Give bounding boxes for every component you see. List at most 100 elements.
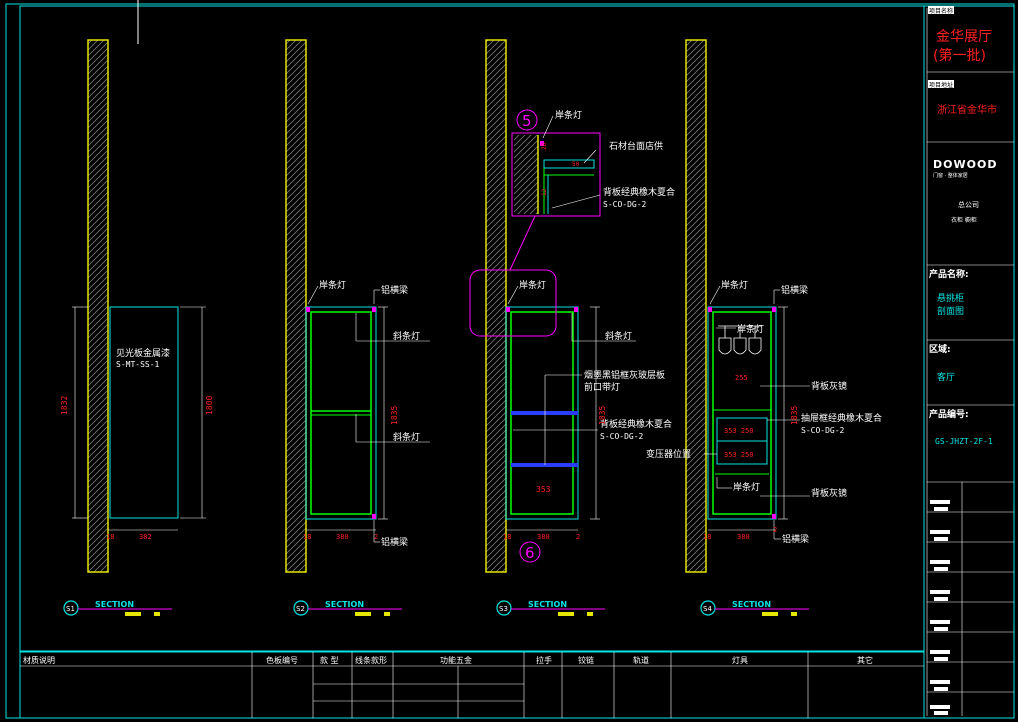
table-header-material: 材质说明 — [23, 655, 55, 665]
s2-top-light: 岸条灯 — [319, 279, 346, 291]
s1-marker: S1 — [66, 605, 75, 613]
s3-back-2: S-CO-DG-2 — [600, 432, 644, 441]
company-sub: 衣柜 橱柜 — [951, 216, 977, 224]
wine-glass-rack — [718, 325, 762, 355]
s4-top-beam: 铝横梁 — [781, 284, 808, 296]
s2-dim-wall: 18 — [303, 533, 311, 541]
s4-rack-dim: 255 — [735, 374, 748, 382]
project-title: 金华展厅 — [936, 29, 992, 45]
s4-back-glass-1: 背板灰镜 — [811, 380, 847, 392]
product-name-1: 悬挑柜 — [937, 292, 964, 304]
cabinet-outer-s4 — [707, 306, 777, 520]
s4-back-glass-2: 背板灰镜 — [811, 487, 847, 499]
cabinet-outer-s2 — [305, 306, 377, 520]
wall-s4 — [685, 39, 707, 573]
s1-material-2: S-MT-SS-1 — [116, 360, 160, 369]
detail-back-2: S-CO-DG-2 — [603, 200, 647, 209]
section-s1: 见光板金属漆 S-MT-SS-1 1832 1800 18 382 S1 SEC… — [60, 39, 214, 616]
s4-drawer-1: 抽屉框经典橡木夏合 — [801, 412, 882, 424]
area-label: 区域: — [929, 343, 951, 355]
s4-drawer-dim-1: 353 250 — [724, 427, 754, 435]
s3-shelf-1: 烟墨黑铝框灰玻层板 — [584, 369, 665, 381]
s3-top-light: 岸条灯 — [519, 279, 546, 291]
section-marker-s3 — [496, 600, 512, 616]
s3-shelf-2: 前口带灯 — [584, 381, 620, 393]
s1-dim-wall: 18 — [106, 533, 114, 541]
glass-shelf-1 — [511, 411, 578, 415]
glass-shelf-2 — [511, 463, 578, 467]
detail-number-bottom-text: 6 — [525, 544, 535, 562]
project-location: 浙江省金华市 — [937, 103, 997, 116]
s4-marker: S4 — [703, 605, 712, 613]
cabinet-inner-s2 — [310, 311, 372, 515]
s2-slant-light-1: 斜条灯 — [393, 330, 420, 342]
table-header-hardware: 功能五金 — [440, 655, 472, 665]
s4-transformer: 变压器位置 — [646, 448, 691, 460]
table-header-color: 色板编号 — [266, 655, 298, 665]
s2-slant-light-2: 斜条灯 — [393, 431, 420, 443]
detail-dim-c: 12 — [541, 188, 548, 196]
brand-sub: 门窗 · 整体家居 — [933, 172, 968, 179]
section-s2: 岸条灯 铝横梁 斜条灯 斜条灯 铝横梁 1835 18 380 2 S2 SEC… — [285, 39, 430, 616]
detail-number-top-text: 5 — [522, 112, 532, 130]
wall-s1 — [87, 39, 109, 573]
s1-dim-right-height: 1800 — [205, 396, 214, 415]
project-name-label: 项目名称 — [929, 7, 953, 15]
wall-s2 — [285, 39, 307, 573]
s3-dim-inner: 353 — [536, 485, 551, 494]
s4-dim-side: 2 — [773, 526, 777, 534]
detail-box — [511, 132, 601, 217]
s3-dim-width: 380 — [537, 533, 550, 541]
s1-title: SECTION — [95, 600, 134, 609]
s2-dim-side: 2 — [374, 533, 378, 541]
s3-slant-light: 斜条灯 — [605, 330, 632, 342]
drawing-frame — [19, 5, 925, 652]
table-header-handle: 拉手 — [536, 655, 552, 665]
detail-number-top — [516, 109, 538, 131]
s4-top-light-2: 岸条灯 — [737, 323, 764, 335]
table-header-lighting: 灯具 — [732, 655, 748, 665]
panel-s1 — [109, 306, 179, 519]
detail-stone: 石材台面店供 — [609, 140, 663, 152]
s2-top-beam: 铝横梁 — [381, 284, 408, 296]
table-header-rail: 轨道 — [633, 655, 649, 665]
section-marker-s2 — [293, 600, 309, 616]
s2-title: SECTION — [325, 600, 364, 609]
section-marker-s1 — [63, 600, 79, 616]
detail-dim-a: 28 — [541, 142, 548, 150]
product-name-label: 产品名称: — [929, 268, 969, 280]
s1-dim-width: 382 — [139, 533, 152, 541]
s1-material-1: 见光板金属漆 — [116, 347, 170, 359]
detail-light: 岸条灯 — [555, 109, 582, 121]
s4-dim-wall: 18 — [703, 533, 711, 541]
section-marker-s4 — [700, 600, 716, 616]
product-code: GS-JHZT-2F-1 — [935, 437, 993, 446]
project-location-label: 项目地址 — [929, 81, 953, 89]
s3-back-1: 背板经典橡木夏合 — [600, 418, 672, 430]
bottom-table: 材质说明 色板编号 款 型 线条款形 功能五金 拉手 铰链 轨道 灯具 其它 — [19, 651, 925, 719]
section-s4: 岸条灯 铝横梁 岸条灯 255 背板灰镜 抽屉框经典橡木夏合 S-CO-DG-2… — [646, 39, 882, 616]
table-header-style: 款 型 — [320, 655, 339, 665]
detail-dim-b: 50 — [572, 161, 580, 168]
area: 客厅 — [937, 371, 955, 383]
s1-dim-left-height: 1832 — [60, 396, 69, 415]
s4-title: SECTION — [732, 600, 771, 609]
detail-back-1: 背板经典橡木夏合 — [603, 186, 675, 198]
s4-bottom-beam: 铝横梁 — [782, 533, 809, 545]
s4-drawer-dim-2: 353 250 — [724, 451, 754, 459]
project-subtitle: (第一批) — [933, 47, 986, 64]
s3-marker: S3 — [499, 605, 508, 613]
s2-marker: S2 — [296, 605, 305, 613]
table-header-hinge: 铰链 — [578, 655, 594, 665]
s4-drawer-2: S-CO-DG-2 — [801, 426, 845, 435]
brand-logo: DOWOOD — [933, 158, 997, 171]
s4-dim-width: 380 — [737, 533, 750, 541]
s4-mid-light: 岸条灯 — [733, 481, 760, 493]
section-s3: 岸条灯 斜条灯 烟墨黑铝框灰玻层板 前口带灯 背板经典橡木夏合 S-CO-DG-… — [469, 39, 675, 616]
product-code-label: 产品编号: — [929, 408, 969, 420]
title-block: 项目名称 金华展厅 (第一批) 项目地址 浙江省金华市 DOWOOD 门窗 · … — [923, 5, 1015, 719]
company: 总公司 — [958, 200, 979, 209]
s2-bottom-beam: 铝横梁 — [381, 536, 408, 548]
s3-dim-wall: 18 — [503, 533, 511, 541]
